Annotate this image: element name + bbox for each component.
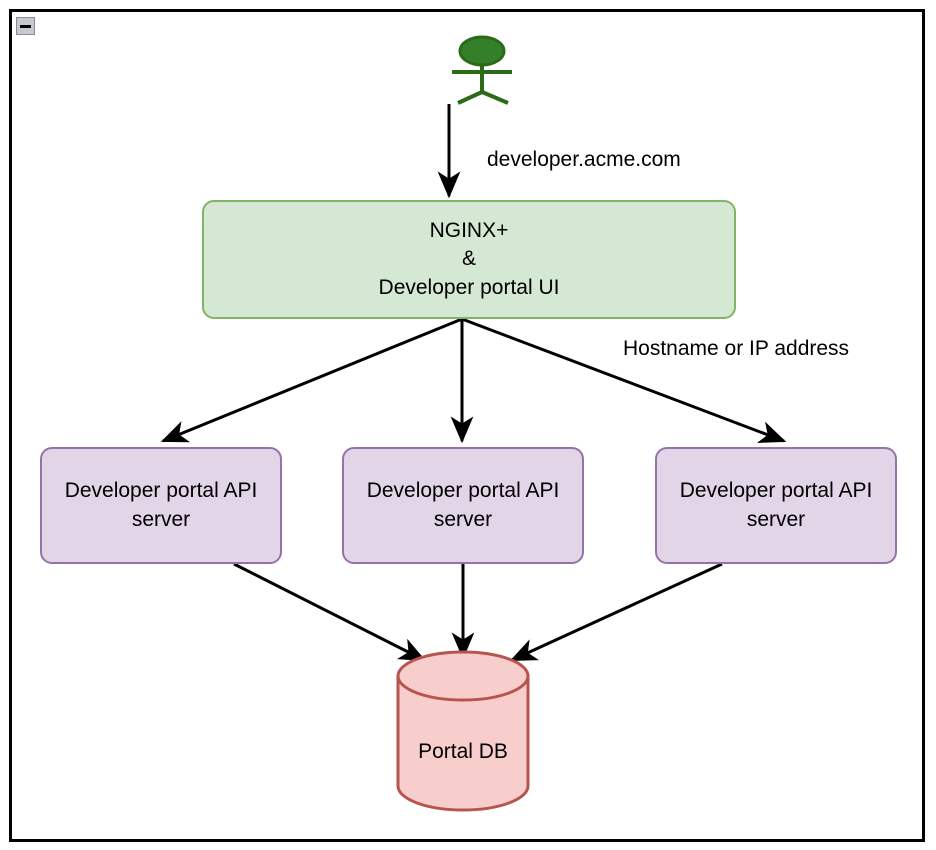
node-nginx[interactable]: NGINX+ & Developer portal UI (202, 200, 736, 319)
node-nginx-label: NGINX+ & Developer portal UI (378, 219, 560, 299)
node-api-server-middle-label: Developer portal API server (366, 479, 560, 531)
minimize-icon-bar (20, 24, 31, 28)
edge-label-hostname-or-ip: Hostname or IP address (623, 337, 850, 360)
edge-label-developer-acme-com: developer.acme.com (487, 148, 681, 171)
diagram-frame (9, 9, 925, 842)
node-api-server-left-label: Developer portal API server (64, 479, 258, 531)
node-portal-db-label: Portal DB (418, 740, 508, 763)
node-api-server-middle[interactable]: Developer portal API server (342, 447, 584, 564)
node-api-server-left[interactable]: Developer portal API server (40, 447, 282, 564)
minimize-icon[interactable] (16, 17, 35, 35)
node-api-server-right-label: Developer portal API server (679, 479, 873, 531)
node-api-server-right[interactable]: Developer portal API server (655, 447, 897, 564)
